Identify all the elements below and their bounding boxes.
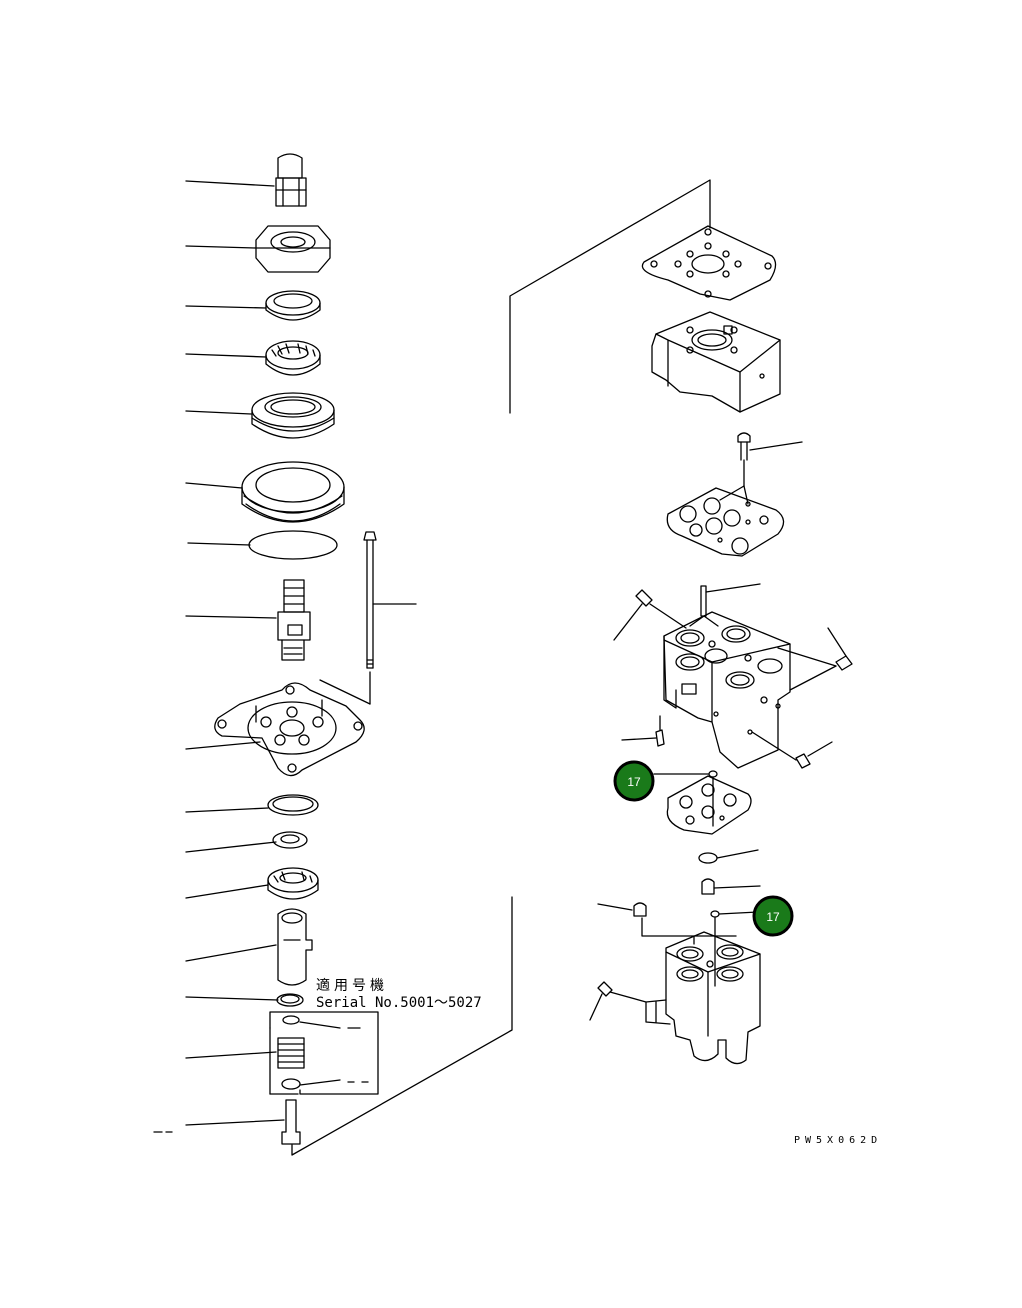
part-fitting [701, 878, 761, 895]
part-seal-housing [251, 392, 335, 439]
part-screw [737, 432, 803, 487]
part-valve-body [663, 611, 791, 769]
serial-kit-bracket [269, 1011, 379, 1095]
part-ring [265, 290, 321, 321]
part-plug-right-bottom [751, 731, 833, 769]
part-plate-lower [653, 770, 759, 864]
part-bearing-lower [267, 867, 319, 900]
part-cover [241, 461, 345, 523]
drawing-code: PW5X062D [794, 1135, 882, 1146]
part-gasket-plate [641, 225, 777, 301]
part-check-sleeve [277, 908, 313, 986]
serial-note: 適用号機 Serial No.5001～5027 [316, 977, 482, 1011]
part-long-bolt [363, 531, 417, 669]
callout-number: 17 [627, 775, 641, 789]
part-housing-block [651, 311, 781, 413]
connector-frame [291, 179, 711, 1156]
part-bearing-upper [265, 340, 321, 376]
part-plate-middle [666, 485, 785, 557]
part-plug-left-top [613, 589, 687, 641]
part-washer [272, 831, 308, 849]
part-plug-bottom-upper [597, 902, 737, 945]
part-spool [277, 579, 311, 661]
serial-note-jp: 適用号機 [316, 977, 388, 994]
callout-circle [613, 760, 655, 802]
part-flange-plate [214, 671, 371, 777]
part-pin [689, 583, 761, 627]
part-o-ring-small [267, 794, 319, 816]
callout-circle [752, 895, 794, 937]
part-hex-nut [255, 225, 331, 273]
part-o-ring-large [248, 530, 338, 560]
part-bottom-bolt [153, 1099, 301, 1145]
part-o-ring-bottom [276, 993, 304, 1007]
part-plug-right [777, 627, 853, 691]
callout-badge: 17 [613, 760, 655, 802]
part-plug-bottom-lower [589, 981, 671, 1025]
part-valve-body-lower [665, 910, 761, 1065]
leader-lines-left [185, 180, 285, 1126]
part-plug-left-bottom [621, 715, 665, 747]
part-adapter-plug [275, 153, 307, 207]
serial-note-en: Serial No.5001～5027 [316, 995, 482, 1011]
callout-badge: 17 [752, 895, 794, 937]
callout-number: 17 [766, 910, 780, 924]
